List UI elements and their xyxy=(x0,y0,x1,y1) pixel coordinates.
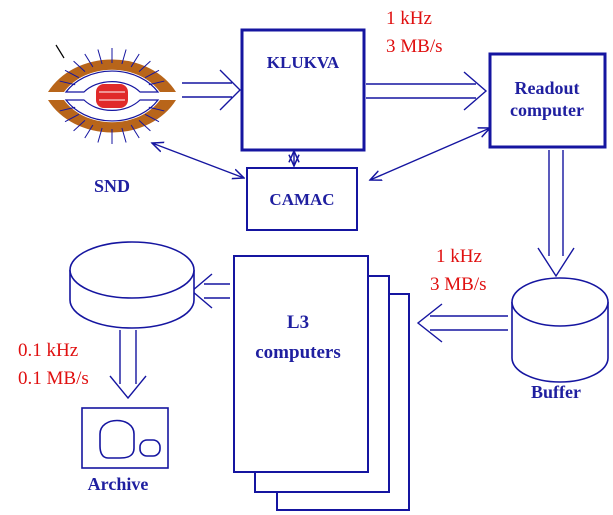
readout-label-line1: Readout xyxy=(514,78,579,98)
archive-tape-icon xyxy=(81,407,169,469)
link-snd-camac xyxy=(152,143,244,178)
klukva-box xyxy=(240,28,366,152)
buffer-disk-icon xyxy=(511,277,609,383)
camac-box xyxy=(246,167,358,231)
arrow-snd-klukva xyxy=(182,69,241,111)
klukva-label: KLUKVA xyxy=(267,53,340,72)
camac-label: CAMAC xyxy=(269,190,334,209)
readout-computer-box xyxy=(488,52,607,149)
buffer-label: Buffer xyxy=(531,382,581,402)
snd-detector-icon xyxy=(48,44,176,144)
l3-computers-stack xyxy=(233,255,410,511)
snd-label: SND xyxy=(94,176,130,196)
rate-buffer-bandwidth: 3 MB/s xyxy=(430,274,487,295)
rate-klukva-freq: 1 kHz xyxy=(386,8,432,29)
link-camac-readout xyxy=(370,128,490,180)
arrow-buffer-l3 xyxy=(416,303,508,343)
readout-label-line2: computer xyxy=(510,100,584,120)
arrow-klukva-readout xyxy=(366,71,488,111)
rate-klukva-bandwidth: 3 MB/s xyxy=(386,36,443,57)
rate-archive-freq: 0.1 kHz xyxy=(18,340,78,361)
l3-label-line2: computers xyxy=(255,342,340,363)
storage-disk-icon xyxy=(69,241,195,329)
rate-buffer-freq: 1 kHz xyxy=(436,246,482,267)
arrow-disk-archive xyxy=(109,330,147,400)
archive-label: Archive xyxy=(88,474,149,494)
arrow-readout-buffer xyxy=(537,150,575,278)
rate-archive-bandwidth: 0.1 MB/s xyxy=(18,368,89,389)
l3-label-line1: L3 xyxy=(287,312,309,333)
arrow-l3-disk xyxy=(190,273,230,309)
